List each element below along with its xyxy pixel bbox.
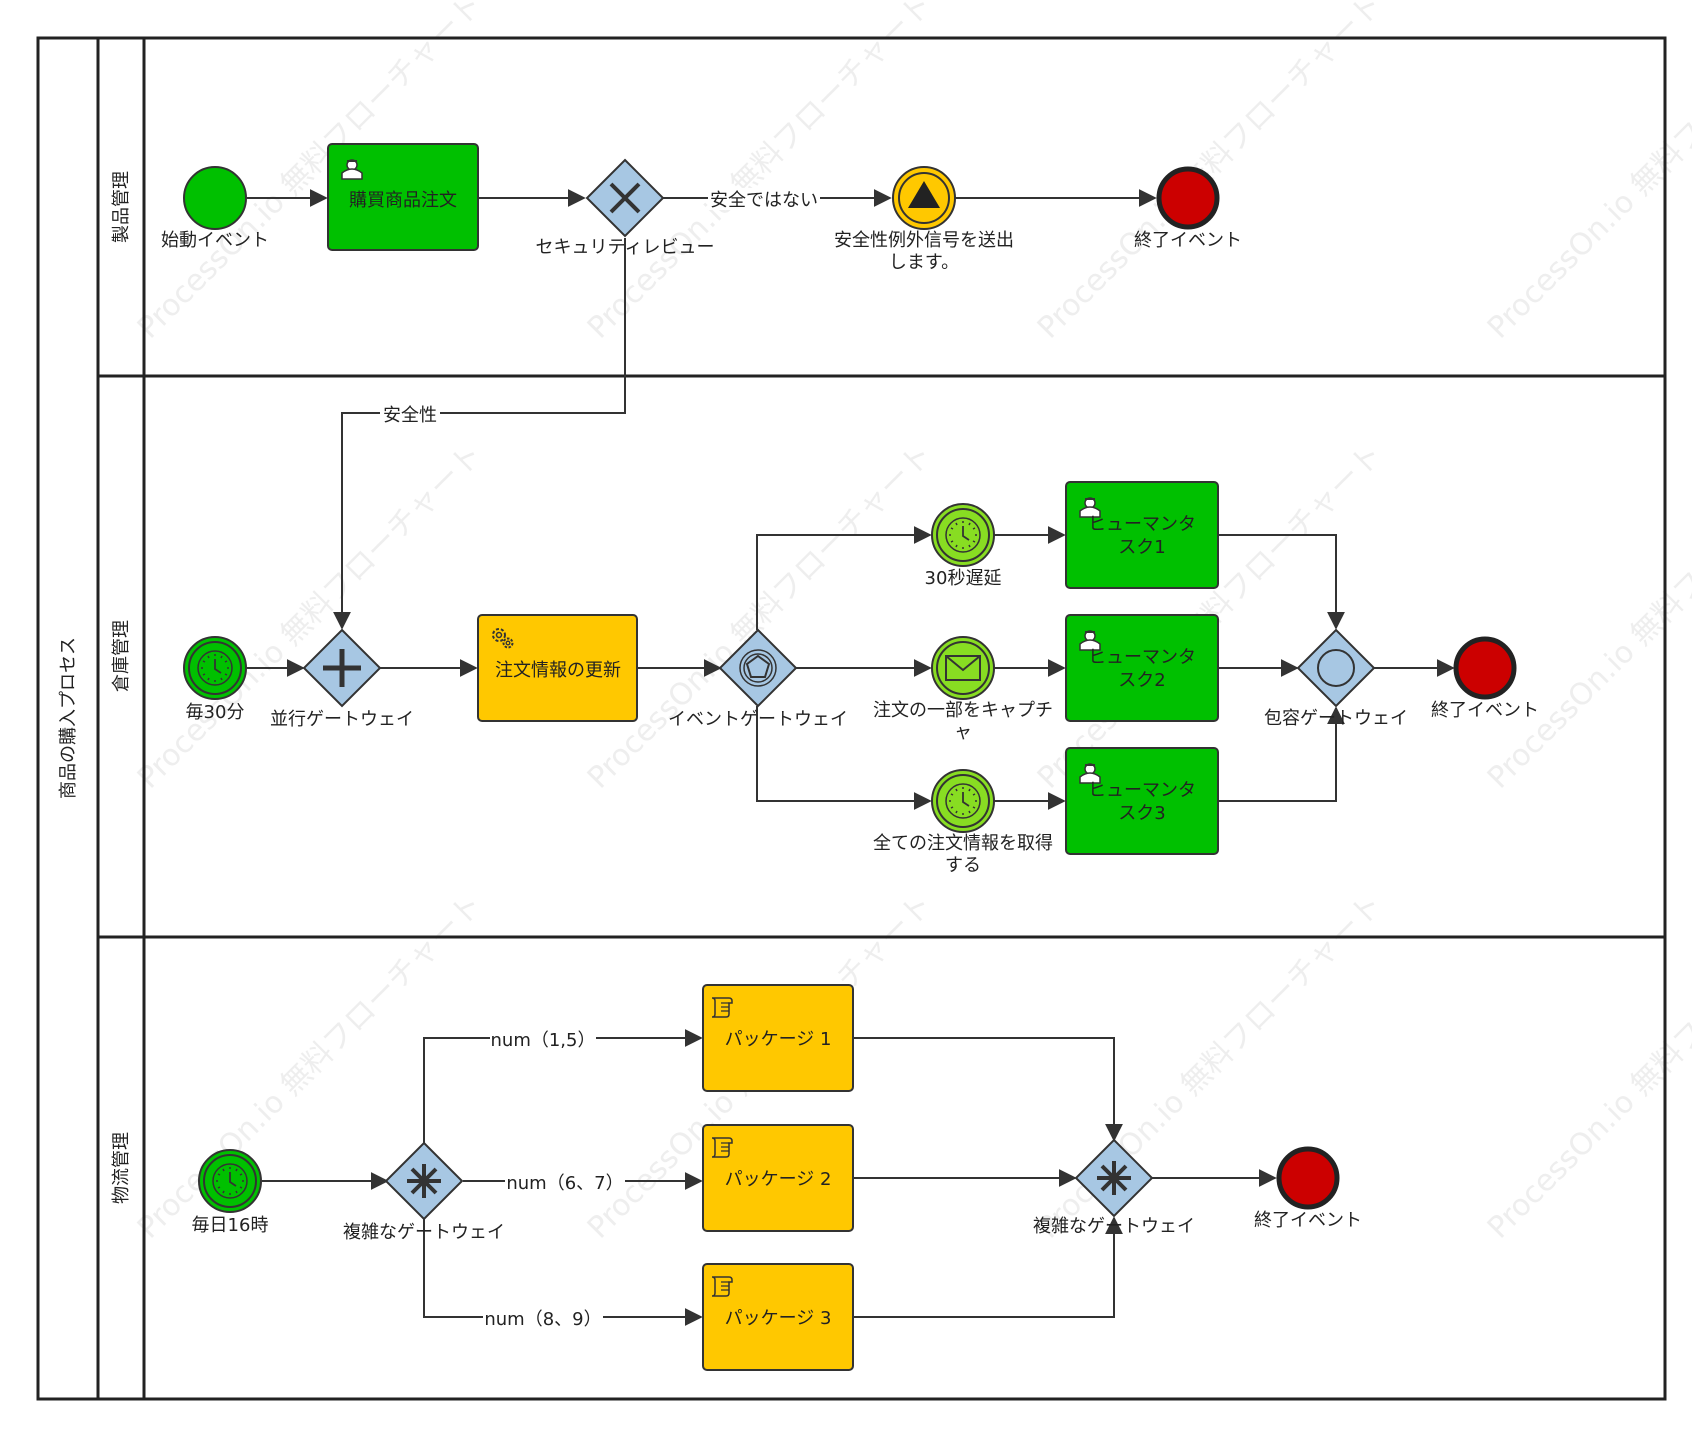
flow-label-bg (708, 188, 820, 210)
human-task-2-label-2: スク2 (1118, 670, 1165, 691)
flow-safe[interactable] (333, 238, 626, 630)
flow-label-bg (380, 403, 440, 425)
flow-label-1: num（1,5） (491, 1030, 596, 1051)
task-update-label: 注文情報の更新 (495, 660, 621, 681)
timer-start-label: 毎日16時 (192, 1215, 269, 1236)
timer-start-label: 毎30分 (186, 702, 245, 723)
watermark: ProcessOn.io 無料フローチャート (1031, 0, 1389, 346)
timer-all-inner (936, 774, 990, 828)
flow-complex-to-package3[interactable] (423, 1219, 703, 1326)
pool: 商品の購入プロセス 製品管理 倉庫管理 物流管理 (36, 36, 1667, 1401)
message-event-label-1: 注文の一部をキャプチ (873, 700, 1053, 721)
flow-label-unsafe: 安全ではない (710, 190, 818, 211)
start-event[interactable] (183, 166, 247, 230)
lane-title-product: 製品管理 (111, 171, 132, 243)
task-order[interactable] (327, 143, 479, 251)
flow-package3-to-complex[interactable] (853, 1216, 1123, 1318)
asterisk-icon (1097, 1161, 1131, 1195)
parallel-gateway-label: 並行ゲートウェイ (270, 709, 414, 730)
flow-label-bg (505, 1170, 625, 1192)
timer-all-label-1: 全ての注文情報を取得 (873, 833, 1053, 854)
gateway-security-label: セキュリティレビュー (536, 237, 715, 258)
script-icon (711, 1276, 733, 1297)
message-event-inner (936, 641, 990, 695)
package-2[interactable] (702, 1124, 854, 1232)
script-icon (711, 997, 733, 1018)
event-gateway-label: イベントゲートウェイ (668, 709, 848, 730)
package-1[interactable] (702, 984, 854, 1092)
human-task-3-label-2: スク3 (1118, 803, 1165, 824)
envelope-flap (945, 655, 981, 672)
watermark: ProcessOn.io 無料フローチャート (1481, 0, 1692, 346)
human-task-2[interactable] (1065, 614, 1219, 722)
timer-all-label-2: する (945, 855, 981, 876)
human-task-3-label-1: ヒューマンタ (1088, 780, 1196, 801)
task-order-label: 購買商品注文 (349, 190, 457, 211)
signal-event-label-2: します。 (889, 252, 959, 273)
x-icon (609, 182, 641, 214)
event-gateway-ring-inner (743, 653, 773, 683)
lane-title-logistics: 物流管理 (111, 1132, 132, 1204)
flow-task1-to-inclusive[interactable] (1218, 534, 1345, 630)
circle-icon (1317, 649, 1355, 687)
start-event-label: 始動イベント (161, 230, 269, 251)
complex-gateway-1-label: 複雑なゲートウェイ (343, 1222, 505, 1243)
flow-package1-to-complex[interactable] (853, 1037, 1123, 1142)
flow-task3-to-inclusive[interactable] (1218, 706, 1345, 802)
product-lane: 安全ではない 安全性 始動イベント 購買商品注文 セキュリティレビュー 安全性例… (161, 143, 1242, 630)
logistics-lane: num（1,5） num（6、7） num（8、9） 毎日16時 複雑なゲートウ… (192, 984, 1362, 1371)
package-2-label: パッケージ 2 (725, 1169, 832, 1190)
timer-30s-inner (936, 508, 990, 562)
end-event-label: 終了イベント (1431, 700, 1539, 721)
package-1-label: パッケージ 1 (725, 1029, 832, 1050)
watermark: ProcessOn.io 無料フローチャート (1481, 437, 1692, 795)
flow-eventgw-to-timer30[interactable] (756, 526, 932, 630)
task-update[interactable] (477, 614, 638, 722)
human-task-2-label-1: ヒューマンタ (1088, 647, 1196, 668)
package-3[interactable] (702, 1263, 854, 1371)
end-event[interactable] (1156, 166, 1220, 230)
triangle-signal-icon (908, 181, 940, 208)
message-event-label-2: ャ (954, 722, 972, 743)
flow-eventgw-to-timerall[interactable] (756, 706, 932, 810)
signal-event-inner (898, 172, 950, 224)
signal-event-label-1: 安全性例外信号を送出 (834, 230, 1014, 251)
flow-label-2: num（6、7） (506, 1173, 623, 1194)
end-event-label: 終了イベント (1254, 1210, 1362, 1231)
watermark: ProcessOn.io 無料フローチャート (1481, 887, 1692, 1245)
human-task-1-label-1: ヒューマンタ (1088, 514, 1196, 535)
flow-label-safe: 安全性 (383, 405, 437, 426)
human-task-3[interactable] (1065, 747, 1219, 855)
pool-title: 商品の購入プロセス (58, 637, 79, 799)
flow-label-bg (490, 1027, 596, 1049)
end-event[interactable] (1453, 636, 1517, 700)
flow-label-3: num（8、9） (484, 1309, 601, 1330)
inclusive-gateway[interactable] (1296, 628, 1376, 708)
pentagon-icon (745, 654, 771, 678)
event-gateway-ring (739, 649, 777, 687)
human-task-1[interactable] (1065, 481, 1219, 589)
asterisk-icon (407, 1164, 441, 1198)
watermark: ProcessOn.io 無料フローチャート (131, 437, 489, 795)
end-event[interactable] (1276, 1146, 1340, 1210)
lane-title-warehouse: 倉庫管理 (111, 620, 132, 692)
timer-30s-label: 30秒遅延 (925, 568, 1002, 589)
inclusive-gateway-label: 包容ゲートウェイ (1264, 708, 1408, 729)
end-event-label: 終了イベント (1134, 230, 1242, 251)
script-icon (711, 1137, 733, 1158)
pool-frame (36, 36, 1667, 1401)
plus-icon (323, 649, 361, 687)
complex-gateway-2-label: 複雑なゲートウェイ (1033, 1216, 1195, 1237)
human-task-1-label-2: スク1 (1118, 537, 1165, 558)
event-gateway[interactable] (718, 628, 798, 708)
flow-complex-to-package1[interactable] (423, 1029, 703, 1143)
package-3-label: パッケージ 3 (725, 1308, 832, 1329)
warehouse-lane: 毎30分 並行ゲートウェイ 注文情報の更新 イベントゲートウェイ 30秒遅延 注… (183, 481, 1539, 876)
flow-label-bg (483, 1306, 603, 1328)
